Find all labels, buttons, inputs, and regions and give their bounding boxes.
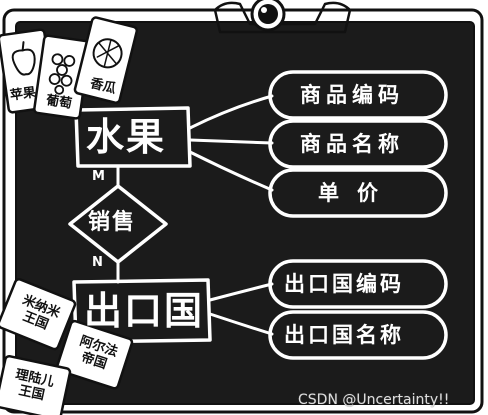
relationship-diamond	[68, 184, 168, 264]
entity-label-country: 出口国	[84, 289, 205, 333]
country-card-3	[0, 354, 72, 415]
attribute-pill-3	[268, 168, 448, 218]
country-card-2	[55, 319, 134, 390]
watermark: CSDN @Uncertainty!!	[298, 392, 450, 408]
fruit-card-label-1: 苹果	[9, 85, 37, 104]
attribute-label-4: 出口国编码	[284, 272, 404, 296]
attribute-label-1: 商品编码	[300, 83, 404, 107]
attribute-label-2: 商品名称	[300, 132, 404, 156]
cardinality-m: M	[92, 169, 105, 184]
attribute-label-3: 单价	[318, 181, 396, 205]
attribute-pill-5	[268, 310, 448, 360]
connector-lines	[116, 94, 274, 336]
board-ornament	[213, 0, 352, 34]
attribute-pill-4	[268, 259, 448, 309]
entity-label-fruit: 水果	[86, 115, 167, 159]
cardinality-n: N	[92, 255, 103, 270]
attribute-pill-1	[268, 70, 448, 120]
relationship-label: 销售	[88, 210, 137, 235]
fruit-card-label-2: 葡萄	[45, 93, 73, 112]
fruit-card-grape	[33, 34, 91, 120]
attribute-label-5: 出口国名称	[284, 323, 404, 347]
fruit-card-melon	[73, 16, 139, 104]
entity-box-fruit	[74, 106, 192, 168]
country-card-1	[0, 278, 77, 351]
attribute-pill-2	[268, 119, 448, 169]
